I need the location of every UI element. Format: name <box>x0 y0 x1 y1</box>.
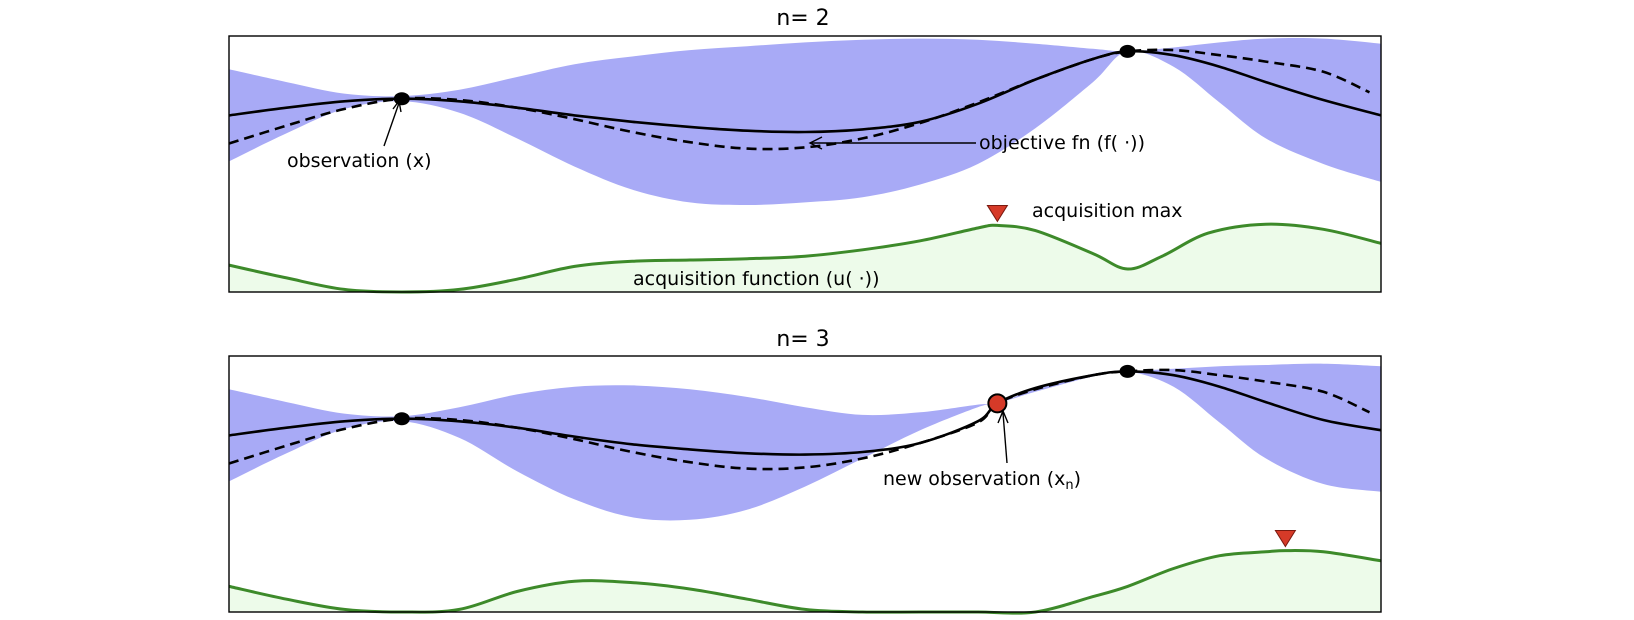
plot-area <box>228 363 1382 615</box>
new-observation-point <box>987 393 1008 414</box>
objective-label: objective fn (f( ·)) <box>979 132 1145 154</box>
acquisition-max-marker <box>986 204 1009 223</box>
posterior-mean-line <box>228 370 1382 456</box>
acquisition-fill <box>229 550 1381 614</box>
new-observation-arrow <box>1002 412 1008 464</box>
observation-label: observation (x) <box>287 150 431 172</box>
panel-n2: n= 2 observation (x) objective fn (f( ·)… <box>228 6 1382 294</box>
objective-arrowhead <box>808 136 823 150</box>
new-observation-label: new observation (xn) <box>883 468 1081 493</box>
objective-line <box>228 368 1371 471</box>
confidence-band <box>229 37 1381 205</box>
observation-arrow <box>383 102 400 147</box>
acquisition-fill <box>229 224 1381 292</box>
acquisition-function-label: acquisition function (u( ·)) <box>633 268 880 290</box>
new-observation-arrowhead <box>997 409 1009 424</box>
observation-point <box>1119 364 1136 378</box>
objective-line <box>228 48 1371 151</box>
observation-point <box>393 92 410 106</box>
plot-area <box>228 37 1382 294</box>
observation-arrowhead <box>392 99 402 113</box>
confidence-band <box>229 363 1381 521</box>
observation-point <box>393 412 410 426</box>
axes-frame <box>228 355 1382 613</box>
acquisition-line <box>228 222 1382 294</box>
panel-n3: n= 3 new observation (xn) <box>228 327 1382 615</box>
axes-frame <box>228 35 1382 293</box>
acquisition-max-label: acquisition max <box>1032 200 1182 222</box>
panel-title: n= 2 <box>776 6 829 31</box>
posterior-mean-line <box>228 49 1382 134</box>
acquisition-max-marker <box>1274 530 1297 548</box>
observation-point <box>1119 44 1136 58</box>
panel-title: n= 3 <box>776 327 829 352</box>
